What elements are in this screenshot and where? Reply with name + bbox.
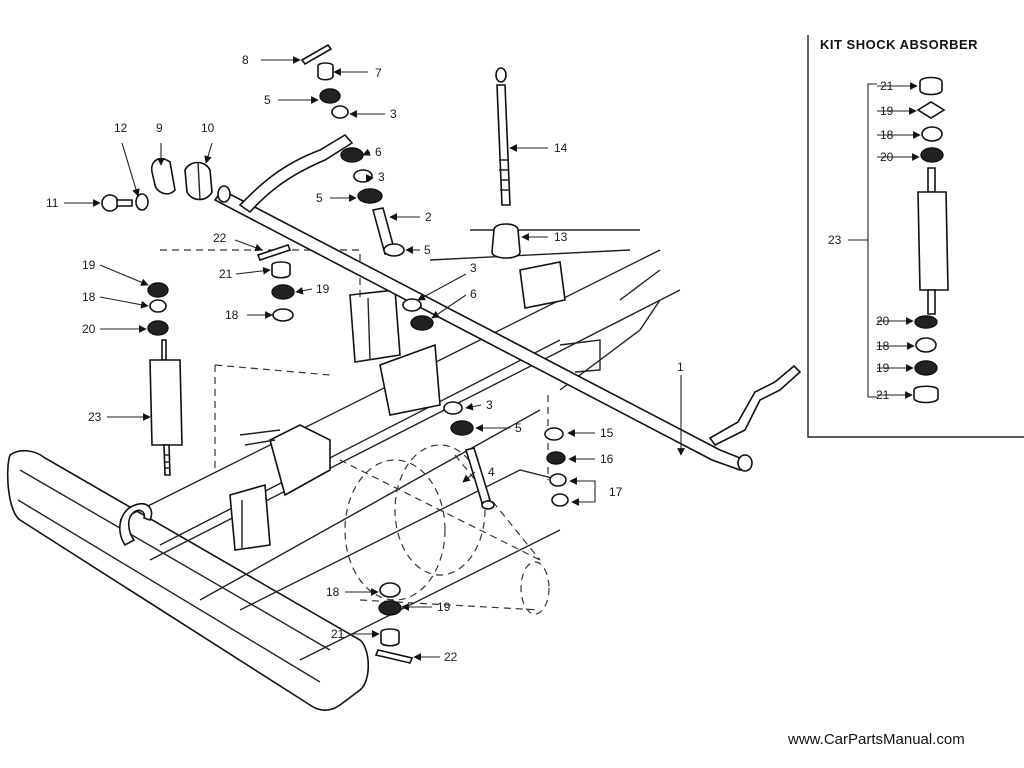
label-5: 5 [424, 243, 431, 257]
bump-stop-and-bolt [491, 67, 521, 259]
kit-label-23: 23 [828, 233, 842, 247]
label-8: 8 [242, 53, 249, 67]
label-13: 13 [554, 230, 568, 244]
kit-label-21: 21 [876, 388, 890, 402]
kit-shock-absorber-panel: KIT SHOCK ABSORBER [807, 35, 1024, 438]
label-22: 22 [444, 650, 458, 664]
label-12: 12 [114, 121, 128, 135]
label-18: 18 [82, 290, 96, 304]
label-19: 19 [82, 258, 96, 272]
kit-label-18: 18 [880, 128, 894, 142]
label-21: 21 [331, 627, 345, 641]
label-3: 3 [470, 261, 477, 275]
label-2: 2 [425, 210, 432, 224]
label-18: 18 [326, 585, 340, 599]
label-3: 3 [390, 107, 397, 121]
bushings-and-clamps [101, 158, 213, 212]
label-15: 15 [600, 426, 614, 440]
label-9: 9 [156, 121, 163, 135]
label-11: 11 [46, 196, 59, 210]
label-3: 3 [486, 398, 493, 412]
label-3: 3 [378, 170, 385, 184]
label-20: 20 [82, 322, 96, 336]
label-21: 21 [219, 267, 233, 281]
label-17: 17 [609, 485, 623, 499]
kit-title: KIT SHOCK ABSORBER [820, 37, 978, 52]
label-6: 6 [470, 287, 477, 301]
part-labels: 8 7 5 3 6 3 5 2 5 14 13 3 6 3 5 4 15 16 … [46, 53, 894, 664]
label-18: 18 [225, 308, 239, 322]
label-5: 5 [264, 93, 271, 107]
label-16: 16 [600, 452, 614, 466]
kit-label-19: 19 [880, 104, 894, 118]
stabilizer-bar [213, 133, 802, 472]
kit-label-18: 18 [876, 339, 890, 353]
kit-label-20: 20 [876, 314, 890, 328]
label-23: 23 [88, 410, 102, 424]
left-shock-assembly [147, 244, 295, 476]
u-bolt-and-nuts [464, 427, 569, 510]
label-6: 6 [375, 145, 382, 159]
label-19: 19 [437, 600, 451, 614]
lower-center-hardware [374, 582, 414, 664]
label-22: 22 [213, 231, 227, 245]
kit-label-20: 20 [880, 150, 894, 164]
label-4: 4 [488, 465, 495, 479]
label-7: 7 [375, 66, 382, 80]
leader-lines [64, 56, 921, 661]
label-5: 5 [515, 421, 522, 435]
label-1: 1 [677, 360, 684, 374]
vehicle-frame [6, 229, 681, 712]
kit-label-21: 21 [880, 79, 894, 93]
kit-label-19: 19 [876, 361, 890, 375]
label-10: 10 [201, 121, 215, 135]
label-5: 5 [316, 191, 323, 205]
label-14: 14 [554, 141, 568, 155]
watermark-text: www.CarPartsManual.com [787, 731, 965, 748]
label-19: 19 [316, 282, 330, 296]
